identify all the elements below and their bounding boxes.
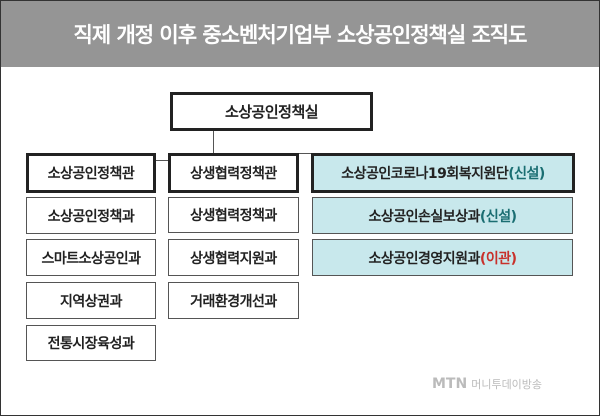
unit-box: 상생협력정책과 <box>168 197 299 233</box>
unit-box: 상생협력지원과 <box>168 239 299 276</box>
unit-box: 거래환경개선과 <box>168 282 299 319</box>
new-tag: (신설) <box>508 166 545 182</box>
connector <box>213 131 214 160</box>
unit-box: 지역상권과 <box>26 282 156 319</box>
logo-brand: MTN <box>432 376 468 392</box>
column-head-3: 소상공인코로나19회복지원단(신설) <box>311 153 575 193</box>
unit-box: 스마트소상공인과 <box>26 239 156 276</box>
root-box: 소상공인정책실 <box>170 92 373 131</box>
column-head-2: 상생협력정책관 <box>168 153 299 193</box>
column-head-1: 소상공인정책관 <box>26 153 156 193</box>
unit-name: 소상공인경영지원과 <box>368 250 481 267</box>
unit-box: 소상공인손실보상과(신설) <box>312 197 573 234</box>
moved-tag: (이관) <box>479 250 517 267</box>
new-tag: (신설) <box>479 208 517 225</box>
unit-name: 소상공인손실보상과 <box>368 208 481 225</box>
page-title: 직제 개정 이후 중소벤처기업부 소상공인정책실 조직도 <box>1 1 599 67</box>
unit-box: 전통시장육성과 <box>26 325 156 361</box>
unit-box: 소상공인정책과 <box>26 197 156 234</box>
unit-box: 소상공인경영지원과(이관) <box>312 239 573 276</box>
logo-sub: 머니투데이방송 <box>471 378 543 391</box>
connector <box>90 160 233 161</box>
unit-name: 소상공인코로나19회복지원단 <box>341 166 509 182</box>
